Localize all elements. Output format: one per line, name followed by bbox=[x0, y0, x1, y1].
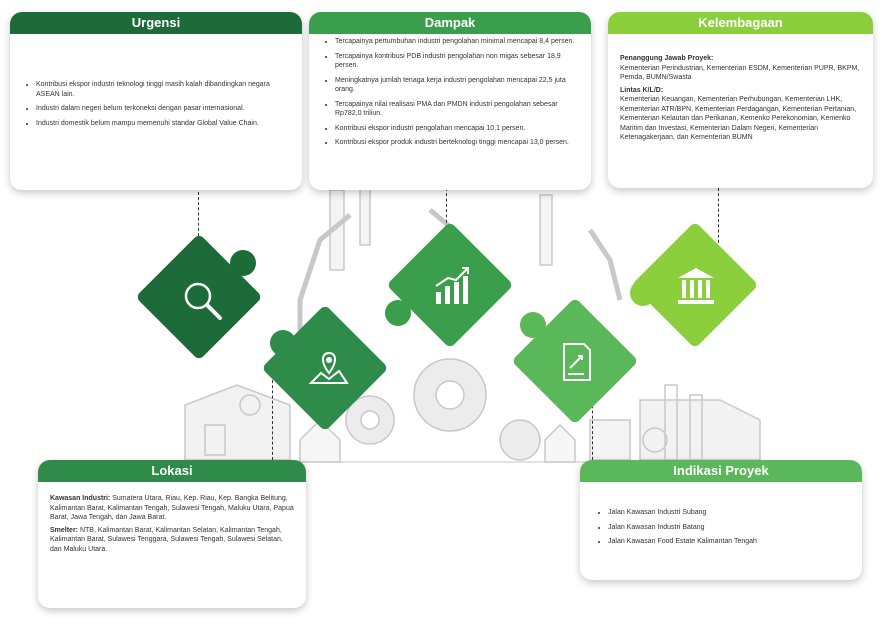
growth-chart-icon bbox=[435, 267, 469, 304]
list-item: Industri domestik belum mampu memenuhi s… bbox=[36, 119, 290, 129]
kawasan-label: Kawasan Industri: bbox=[50, 495, 111, 502]
list-item: Kontribusi ekspor industri teknologi tin… bbox=[36, 80, 290, 99]
document-icon bbox=[563, 343, 591, 381]
indikasi-list: Jalan Kawasan Industri Subang Jalan Kawa… bbox=[596, 508, 850, 547]
list-item: Industri dalam negeri belum terkoneksi d… bbox=[36, 104, 290, 114]
indikasi-title: Indikasi Proyek bbox=[580, 460, 862, 482]
list-item: Tercapainya nilai realisasi PMA dan PMDN… bbox=[335, 100, 579, 119]
connector-urgensi bbox=[198, 192, 199, 272]
dampak-title: Dampak bbox=[309, 12, 591, 34]
dampak-list: Tercapainya pertumbuhan industri pengola… bbox=[323, 37, 579, 148]
urgensi-card: Urgensi Kontribusi ekspor industri tekno… bbox=[10, 12, 302, 190]
lokasi-card: Lokasi Kawasan Industri: Sumatera Utara,… bbox=[38, 460, 306, 608]
lintas-text: Kementerian Keuangan, Kementerian Perhub… bbox=[620, 96, 857, 141]
kawasan-text: Sumatera Utara, Riau, Kep. Riau, Kep. Ba… bbox=[50, 495, 294, 521]
list-item: Tercapainya kontribusi PDB industri peng… bbox=[335, 52, 579, 71]
pj-text: Kementerian Perindustrian, Kementerian E… bbox=[620, 64, 860, 82]
list-item: Kontribusi ekspor produk industri bertek… bbox=[335, 138, 579, 148]
list-item: Jalan Kawasan Food Estate Kalimantan Ten… bbox=[608, 537, 850, 547]
connector-lokasi bbox=[272, 375, 273, 460]
smelter-text: NTB, Kalimantan Barat, Kalimantan Selata… bbox=[50, 526, 283, 553]
kelembagaan-title: Kelembagaan bbox=[608, 12, 873, 34]
urgensi-list: Kontribusi ekspor industri teknologi tin… bbox=[24, 80, 290, 128]
map-pin-icon bbox=[308, 351, 349, 384]
smelter-label: Smelter: bbox=[50, 526, 79, 534]
magnifier-icon bbox=[184, 282, 222, 320]
indikasi-card: Indikasi Proyek Jalan Kawasan Industri S… bbox=[580, 460, 862, 580]
connector-dampak bbox=[446, 188, 447, 228]
list-item: Tercapainya pertumbuhan industri pengola… bbox=[335, 37, 579, 47]
lintas-label: Lintas K/L/D: bbox=[620, 86, 664, 94]
list-item: Meningkatnya jumlah tenaga kerja industr… bbox=[335, 76, 579, 95]
list-item: Jalan Kawasan Industri Batang bbox=[608, 523, 850, 533]
lokasi-title: Lokasi bbox=[38, 460, 306, 482]
list-item: Jalan Kawasan Industri Subang bbox=[608, 508, 850, 518]
pj-label: Penanggung Jawab Proyek: bbox=[620, 55, 714, 62]
urgensi-title: Urgensi bbox=[10, 12, 302, 34]
dampak-card: Dampak Tercapainya pertumbuhan industri … bbox=[309, 12, 591, 190]
connector-indikasi bbox=[592, 395, 593, 465]
list-item-text: Industri domestik belum mampu memenuhi s… bbox=[36, 119, 259, 127]
institution-icon bbox=[678, 268, 714, 304]
kelembagaan-card: Kelembagaan Penanggung Jawab Proyek: Kem… bbox=[608, 12, 873, 188]
list-item: Kontribusi ekspor industri pengolahan me… bbox=[335, 124, 579, 134]
connector-kelembagaan bbox=[718, 188, 719, 248]
